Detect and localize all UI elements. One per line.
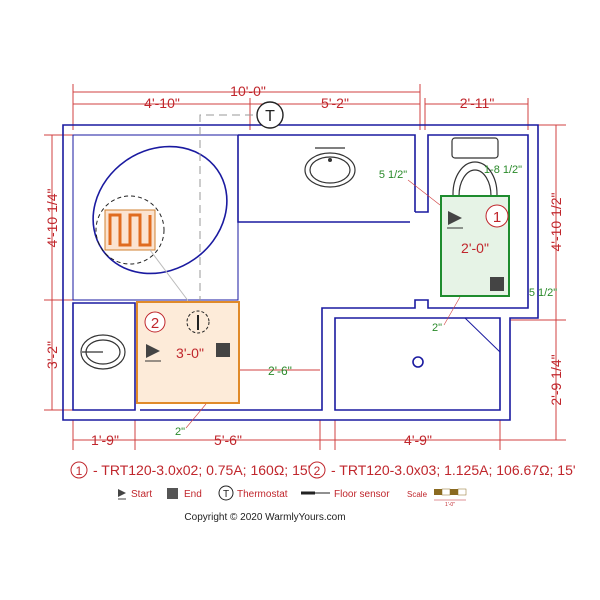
- clearance-mat2-bottom: 2": [175, 426, 185, 438]
- dim-top-right: 2'-11": [460, 95, 495, 111]
- dim-bottom-2: 5'-6": [214, 432, 242, 448]
- clearance-mat1-right: 5 1/2": [529, 287, 557, 299]
- legend-end: End: [184, 489, 202, 500]
- start-icon: [118, 489, 126, 497]
- dim-bottom-3: 4'-9": [404, 432, 432, 448]
- thermostat-legend-icon: [218, 485, 234, 501]
- legend-cable-1-number: 1: [76, 464, 83, 478]
- legend: 1 - TRT120-3.0x02; 0.75A; 160Ω; 15' 2 - …: [70, 461, 576, 508]
- legend-cable-2-number: 2: [314, 464, 321, 478]
- bathtub: [92, 145, 228, 275]
- shower-drain: [412, 356, 424, 368]
- dim-left-lower: 3'-2": [44, 341, 60, 369]
- clearance-toilet-front: 1-8 1/2": [484, 164, 522, 176]
- legend-thermostat: Thermostat: [237, 489, 288, 500]
- mat-1-number: 1: [493, 209, 501, 226]
- dim-right-upper: 4'-10 1/2": [548, 192, 564, 251]
- svg-text:T: T: [265, 108, 275, 125]
- mat-2-number: 2: [151, 315, 159, 332]
- dim-left-upper: 4'-10 1/4": [44, 188, 60, 247]
- dim-bottom-1: 1'-9": [91, 432, 119, 448]
- thermostat-wire: [199, 114, 258, 330]
- scale-bar-icon: [434, 488, 467, 501]
- mat-1-length: 2'-0": [461, 240, 489, 256]
- svg-text:T: T: [223, 489, 229, 500]
- dim-right-lower: 2'-9 1/4": [548, 354, 564, 405]
- copyright: Copyright © 2020 WarmlyYours.com: [184, 512, 345, 523]
- heating-mat-1[interactable]: 1 2'-0": [440, 195, 510, 297]
- mat-2-length: 3'-0": [176, 345, 204, 361]
- dim-inner: 2'-6": [268, 364, 292, 378]
- dim-top-total: 10'-0": [230, 83, 266, 99]
- legend-floor-sensor: Floor sensor: [334, 489, 390, 500]
- legend-start: Start: [131, 489, 152, 500]
- dim-top-left: 4'-10": [144, 95, 180, 111]
- tub-sensor-area: [95, 195, 196, 311]
- heating-mat-2[interactable]: 2 3'-0": [136, 301, 240, 404]
- legend-cable-2: - TRT120-3.0x03; 1.125A; 106.67Ω; 15': [331, 462, 576, 478]
- vanity-sink: [304, 147, 356, 188]
- walls: [62, 124, 539, 421]
- scale-unit: 1'-0": [445, 502, 455, 508]
- dimension-lines: [44, 84, 566, 450]
- clearance-toilet-side: 5 1/2": [379, 169, 407, 181]
- end-icon: [167, 488, 178, 499]
- legend-scale: Scale: [407, 490, 428, 499]
- legend-cable-1: - TRT120-3.0x02; 0.75A; 160Ω; 15': [93, 462, 310, 478]
- dim-top-mid: 5'-2": [321, 95, 349, 111]
- side-sink: [80, 334, 126, 370]
- clearance-mat1-bottom: 2": [432, 322, 442, 334]
- thermostat-icon[interactable]: T: [256, 101, 284, 129]
